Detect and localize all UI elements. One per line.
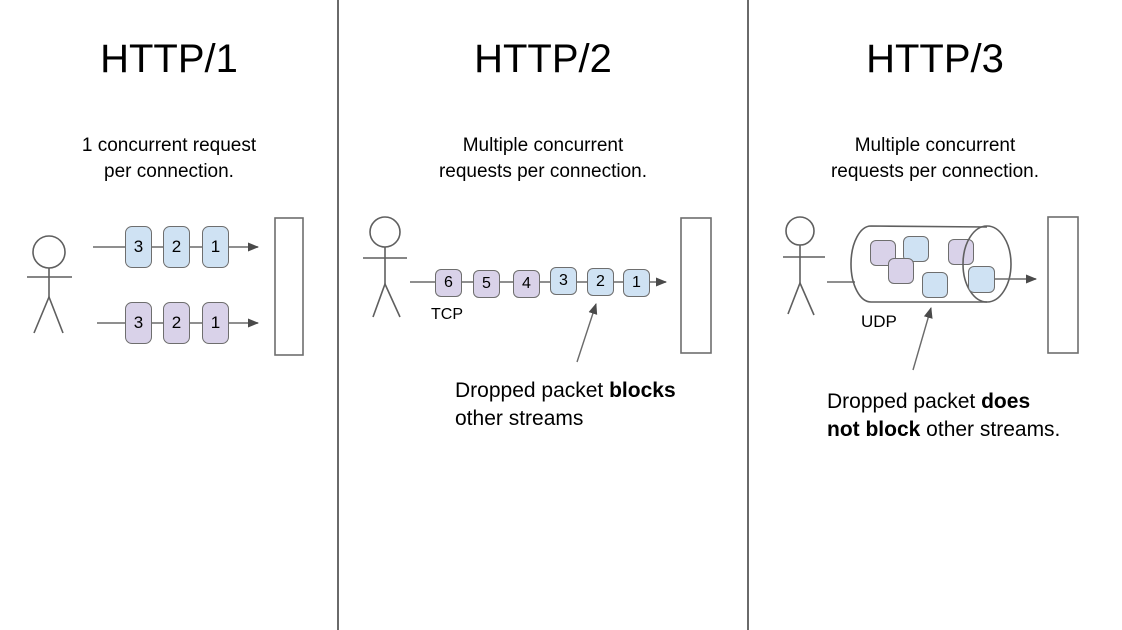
client-figure-icon-http3 [783, 216, 825, 316]
packet-box [968, 266, 995, 293]
packet-box: 3 [125, 302, 152, 344]
server-box-http1 [274, 217, 304, 356]
packet-box: 1 [623, 269, 650, 297]
panel-http1: HTTP/1 1 concurrent request per connecti… [0, 0, 338, 630]
packet-box [903, 236, 929, 262]
client-figure-icon-http1 [27, 235, 72, 334]
packet-box: 5 [473, 270, 500, 298]
client-figure-icon-http2 [363, 216, 407, 318]
panel-http2: HTTP/2 Multiple concurrent requests per … [338, 0, 748, 630]
caption-http3: Dropped packet does not block other stre… [827, 388, 1087, 444]
page-title-http1: HTTP/1 [100, 37, 238, 81]
udp-tunnel-body [850, 225, 988, 303]
caption-http2: Dropped packet blocks other streams [455, 377, 705, 433]
caption-text: Dropped packet [827, 390, 982, 413]
page-title-http3: HTTP/3 [866, 37, 1004, 81]
packet-box: 1 [202, 302, 229, 344]
subtitle-http2: Multiple concurrent requests per connect… [438, 135, 648, 182]
packet-box-dropped: 2 [587, 268, 614, 296]
packet-box [948, 239, 974, 265]
packet-box-dropped [922, 272, 948, 298]
dropped-packet-pointer-http2 [576, 303, 598, 363]
server-box-http2 [680, 217, 712, 354]
panel-http3: HTTP/3 Multiple concurrent requests per … [748, 0, 1122, 630]
server-box-http3 [1047, 216, 1079, 354]
protocol-label-udp: UDP [861, 312, 897, 331]
caption-text: other streams. [920, 418, 1061, 441]
packet-box: 3 [550, 267, 577, 295]
packet-box: 6 [435, 269, 462, 297]
subtitle-http1: 1 concurrent request per connection. [81, 135, 257, 182]
caption-text: Dropped packet [455, 379, 610, 402]
packet-box: 1 [202, 226, 229, 268]
caption-bold: blocks [609, 379, 676, 402]
packet-box: 3 [125, 226, 152, 268]
packet-box [888, 258, 914, 284]
packet-box: 4 [513, 270, 540, 298]
caption-bold: not block [827, 418, 921, 441]
subtitle-http3: Multiple concurrent requests per connect… [830, 135, 1040, 182]
dropped-packet-pointer-http3 [912, 307, 933, 371]
udp-tunnel-mouth [962, 225, 1012, 303]
caption-bold: does [981, 390, 1031, 413]
page-title-http2: HTTP/2 [474, 37, 612, 81]
caption-text: other streams [455, 407, 584, 430]
packet-box: 2 [163, 302, 190, 344]
protocol-label-tcp: TCP [431, 306, 463, 323]
packet-box: 2 [163, 226, 190, 268]
